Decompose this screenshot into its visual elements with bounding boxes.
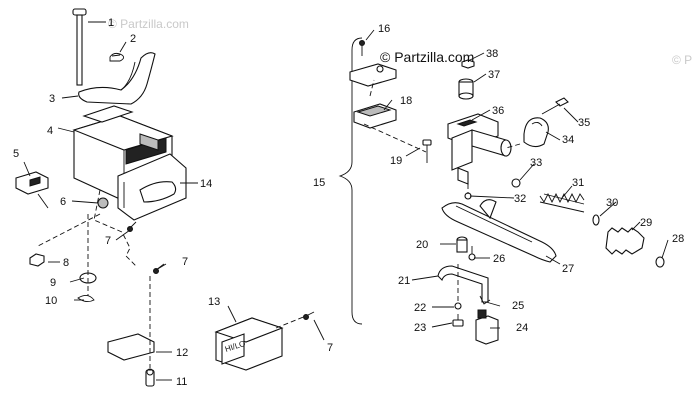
part-21-bracket bbox=[437, 265, 489, 303]
assembly-line-nut bbox=[37, 213, 101, 247]
part-5-switch-button bbox=[15, 171, 49, 209]
watermark-faded-left: © Partzilla.com bbox=[108, 17, 189, 31]
callout-14: 14 bbox=[200, 178, 212, 190]
assembly-line-left bbox=[93, 189, 137, 267]
callout-5: 5 bbox=[13, 148, 19, 160]
callout-34: 34 bbox=[562, 134, 574, 146]
assembly-line-switch bbox=[275, 315, 307, 329]
part-7-screw-a bbox=[127, 221, 137, 232]
assembly-line-cap bbox=[369, 79, 375, 97]
part-36-master-cylinder bbox=[447, 113, 512, 185]
assembly-line-diaphragm bbox=[363, 123, 427, 153]
assembly-line-clamp bbox=[505, 143, 521, 149]
part-30-washer bbox=[592, 214, 600, 226]
callout-16: 16 bbox=[378, 23, 390, 35]
part-29-boot bbox=[605, 227, 645, 255]
part-14-cover bbox=[117, 153, 187, 221]
part-27-brake-lever bbox=[441, 199, 557, 263]
part-10-clip bbox=[77, 295, 95, 303]
part-13-hilo-switch: HI/LO bbox=[214, 317, 284, 371]
part-6-nut bbox=[97, 197, 109, 209]
callout-7a: 7 bbox=[105, 235, 111, 247]
watermark-brand: © Partzilla.com bbox=[380, 49, 474, 65]
callout-22: 22 bbox=[414, 302, 426, 314]
part-7-screw-c bbox=[303, 311, 315, 320]
part-31-spring bbox=[539, 192, 585, 213]
callout-15: 15 bbox=[313, 177, 325, 189]
watermark-faded-right: © P bbox=[672, 53, 692, 67]
callout-10: 10 bbox=[45, 295, 57, 307]
callout-7b: 7 bbox=[182, 256, 188, 268]
part-22-washer bbox=[454, 302, 462, 310]
cap-screw bbox=[376, 65, 384, 73]
callout-2: 2 bbox=[130, 33, 136, 45]
callout-1: 1 bbox=[108, 17, 114, 29]
callout-11: 11 bbox=[176, 376, 187, 388]
callout-18: 18 bbox=[400, 95, 412, 107]
part-23-screw bbox=[452, 314, 464, 327]
callout-19: 19 bbox=[390, 155, 402, 167]
part-18-diaphragm bbox=[353, 103, 397, 129]
reservoir-cap bbox=[349, 63, 397, 87]
callout-32: 32 bbox=[514, 193, 526, 205]
part-25-clip bbox=[479, 295, 491, 305]
callout-8: 8 bbox=[63, 257, 69, 269]
part-34-clamp bbox=[523, 117, 549, 148]
part-11-bulb bbox=[145, 368, 155, 387]
callout-24: 24 bbox=[516, 322, 528, 334]
part-26-screw bbox=[468, 246, 476, 261]
part-12-plate bbox=[107, 333, 155, 361]
callout-30: 30 bbox=[606, 197, 618, 209]
part-24-switch bbox=[475, 309, 499, 345]
callout-38: 38 bbox=[486, 48, 498, 60]
callout-20: 20 bbox=[416, 239, 428, 251]
part-1-bolt bbox=[72, 8, 87, 86]
callout-21: 21 bbox=[398, 275, 410, 287]
part-35-bolt bbox=[541, 97, 569, 115]
part-28-oring bbox=[655, 256, 665, 268]
callout-9: 9 bbox=[50, 277, 56, 289]
callout-6: 6 bbox=[60, 196, 66, 208]
part-33-nut bbox=[511, 178, 521, 188]
part-3-lever bbox=[78, 52, 156, 105]
part-8-hex-nut bbox=[29, 253, 45, 267]
callout-leaders bbox=[23, 21, 669, 381]
callout-28: 28 bbox=[672, 233, 684, 245]
part-19-screw bbox=[422, 139, 432, 163]
callout-12: 12 bbox=[176, 347, 188, 359]
callout-13: 13 bbox=[208, 296, 220, 308]
callout-29: 29 bbox=[640, 217, 652, 229]
part-20-bushing bbox=[456, 236, 468, 253]
callout-7c: 7 bbox=[327, 342, 333, 354]
callout-25: 25 bbox=[512, 300, 524, 312]
callout-33: 33 bbox=[530, 157, 542, 169]
callout-3: 3 bbox=[49, 93, 55, 105]
callout-4: 4 bbox=[47, 125, 53, 137]
part-38-cap bbox=[461, 59, 475, 69]
group-15-bracket bbox=[338, 37, 363, 325]
callout-27: 27 bbox=[562, 263, 574, 275]
callout-37: 37 bbox=[488, 69, 500, 81]
callout-26: 26 bbox=[493, 253, 505, 265]
part-37-piston bbox=[458, 78, 474, 100]
callout-36: 36 bbox=[492, 105, 504, 117]
callout-23: 23 bbox=[414, 322, 426, 334]
part-2-clip bbox=[109, 52, 125, 62]
callout-31: 31 bbox=[572, 177, 584, 189]
part-16-screw bbox=[359, 40, 365, 56]
callout-35: 35 bbox=[578, 117, 590, 129]
